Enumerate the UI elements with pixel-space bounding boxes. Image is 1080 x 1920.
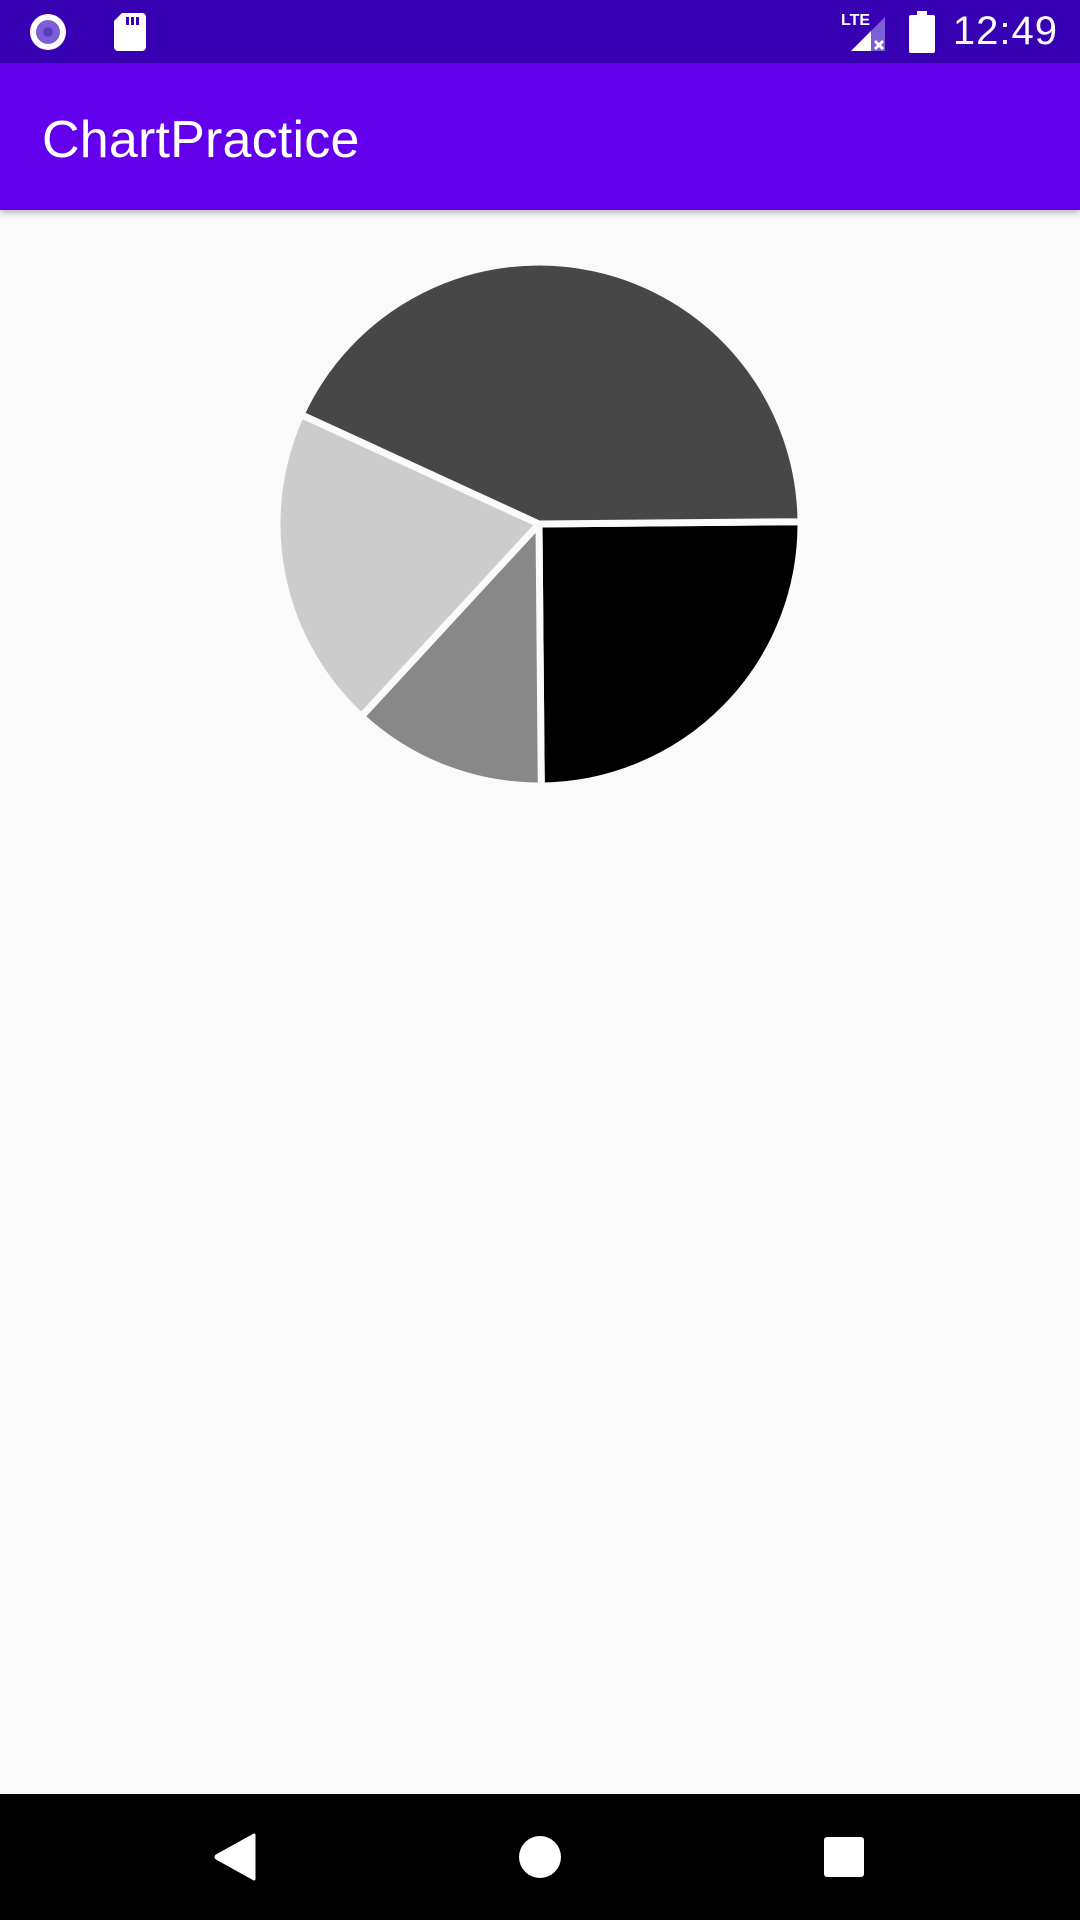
status-bar: LTE 12:49 — [0, 0, 1080, 63]
chart-area — [0, 210, 1080, 1794]
recents-button[interactable] — [784, 1794, 904, 1920]
record-icon — [30, 14, 66, 50]
sd-card-icon — [114, 13, 146, 51]
battery-icon — [908, 10, 935, 53]
signal-icon: LTE — [841, 12, 885, 51]
status-clock: 12:49 — [952, 9, 1058, 53]
status-right-icons: LTE 12:49 — [841, 0, 1058, 63]
pie-chart[interactable] — [0, 210, 1080, 810]
status-left-icons — [28, 12, 146, 52]
back-icon — [214, 1833, 256, 1881]
pie-slice-2[interactable] — [356, 515, 545, 790]
app-bar: ChartPractice — [0, 63, 1080, 210]
pie-slice-3[interactable] — [273, 409, 545, 722]
network-label: LTE — [841, 12, 870, 29]
back-button[interactable] — [177, 1794, 297, 1920]
navigation-bar — [0, 1794, 1080, 1920]
pie-slice-4[interactable] — [296, 258, 805, 528]
recents-icon — [824, 1837, 864, 1877]
home-icon — [519, 1836, 561, 1878]
home-button[interactable] — [480, 1794, 600, 1920]
app-title: ChartPractice — [42, 111, 360, 169]
pie-slice-1[interactable] — [535, 518, 805, 790]
